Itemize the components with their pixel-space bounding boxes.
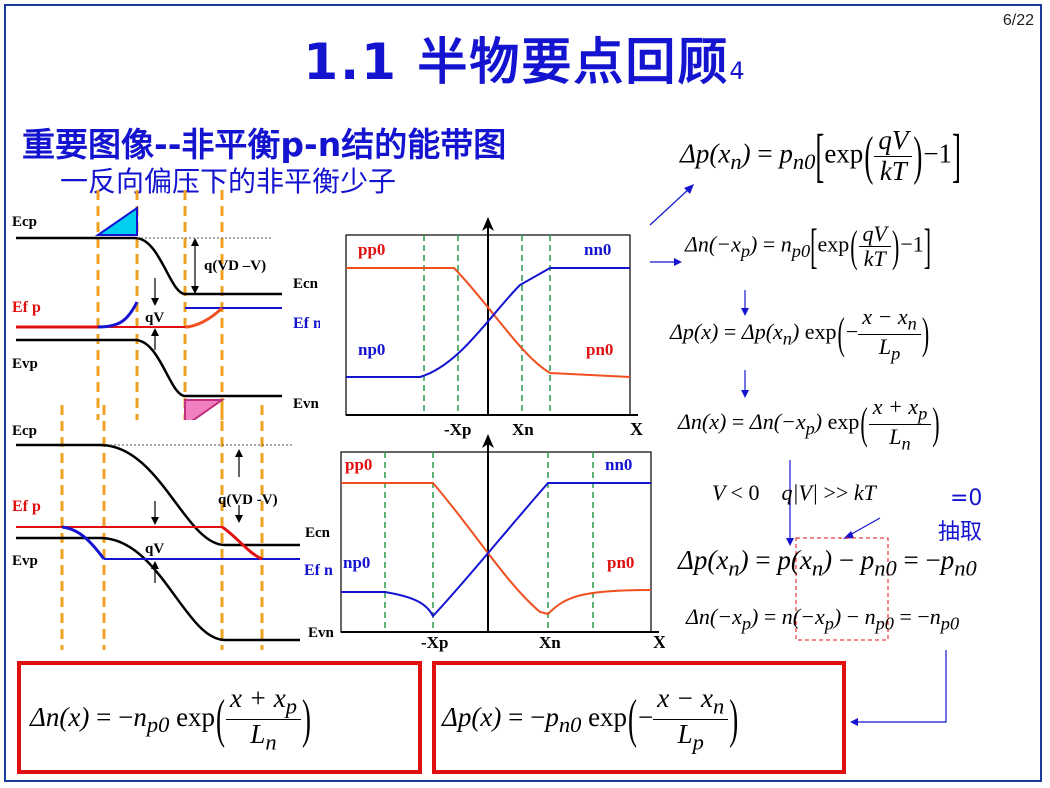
bottom-qv-label: qV bbox=[145, 541, 164, 557]
bottom-xn-label: Xn bbox=[539, 633, 561, 652]
top-xn-label: Xn bbox=[512, 420, 534, 439]
eq-delta-n-xp-extract: Δn(−xp) = n(−xp) − np0 = −np0 bbox=[686, 604, 960, 634]
section-subheading: 一反向偏压下的非平衡少子 bbox=[60, 165, 397, 198]
eq-delta-p-xn-extract: Δp(xn) = p(xn) − pn0 = −pn0 bbox=[678, 545, 977, 581]
bottom-xp-label: -Xp bbox=[421, 633, 448, 652]
bottom-nn0-label: nn0 bbox=[605, 455, 632, 474]
top-efp-label: Ef p bbox=[12, 299, 41, 316]
note-zero: =0 bbox=[950, 486, 983, 511]
top-qvd-label: q(VD –V) bbox=[204, 258, 266, 274]
bottom-evp-label: Evp bbox=[12, 553, 38, 569]
page-number: 6/22 bbox=[1002, 12, 1034, 29]
top-ecp-label: Ecp bbox=[12, 214, 37, 230]
top-xp-label: -Xp bbox=[444, 420, 471, 439]
result-box-electrons bbox=[17, 661, 422, 774]
bottom-efn-label: Ef n bbox=[304, 562, 333, 579]
top-pp0-label: pp0 bbox=[358, 240, 385, 259]
top-evn-label: Evn bbox=[293, 396, 320, 412]
title-sub: 4 bbox=[729, 57, 747, 85]
top-qv-label: qV bbox=[145, 310, 164, 326]
top-ecn-label: Ecn bbox=[293, 276, 319, 292]
carrier-plot-bottom: pp0 nn0 np0 pn0 -Xp Xn X bbox=[340, 434, 665, 652]
bottom-np0-label: np0 bbox=[343, 553, 370, 572]
bottom-evn-label: Evn bbox=[308, 625, 335, 641]
bottom-pp0-label: pp0 bbox=[345, 455, 372, 474]
result-box-holes bbox=[432, 661, 846, 774]
eq-bias-condition: V < 0 q|V| >> kT bbox=[712, 480, 876, 505]
bottom-efp-label: Ef p bbox=[12, 498, 41, 515]
band-diagram-top: Ecp Ef p Evp Ecn Ef n Evn qV q(VD –V) bbox=[12, 190, 320, 420]
top-efn-label: Ef n bbox=[293, 315, 320, 332]
title-main: 1.1 半物要点回顾 bbox=[303, 33, 730, 91]
top-evp-label: Evp bbox=[12, 356, 38, 372]
slide-frame bbox=[4, 4, 1042, 782]
bottom-qvd-label: q(VD -V) bbox=[218, 492, 278, 508]
carrier-plot-top: pp0 nn0 np0 pn0 -Xp Xn X bbox=[345, 217, 643, 439]
top-pn0-label: pn0 bbox=[586, 340, 613, 359]
top-np0-label: np0 bbox=[358, 340, 385, 359]
bottom-pn0-label: pn0 bbox=[607, 553, 634, 572]
note-extract: 抽取 bbox=[938, 520, 983, 545]
bottom-ecp-label: Ecp bbox=[12, 423, 37, 439]
top-x-axis-label: X bbox=[630, 419, 643, 439]
section-heading: 重要图像--非平衡p-n结的能带图 bbox=[22, 125, 507, 164]
band-diagram-bottom: Ecp Ef p Evp Ecn Ef n Evn qV q(VD -V) bbox=[12, 405, 335, 650]
bottom-ecn-label: Ecn bbox=[305, 525, 331, 541]
top-nn0-label: nn0 bbox=[584, 240, 611, 259]
slide-title: 1.1 半物要点回顾4 bbox=[0, 22, 1050, 94]
bottom-x-axis-label: X bbox=[653, 632, 665, 652]
